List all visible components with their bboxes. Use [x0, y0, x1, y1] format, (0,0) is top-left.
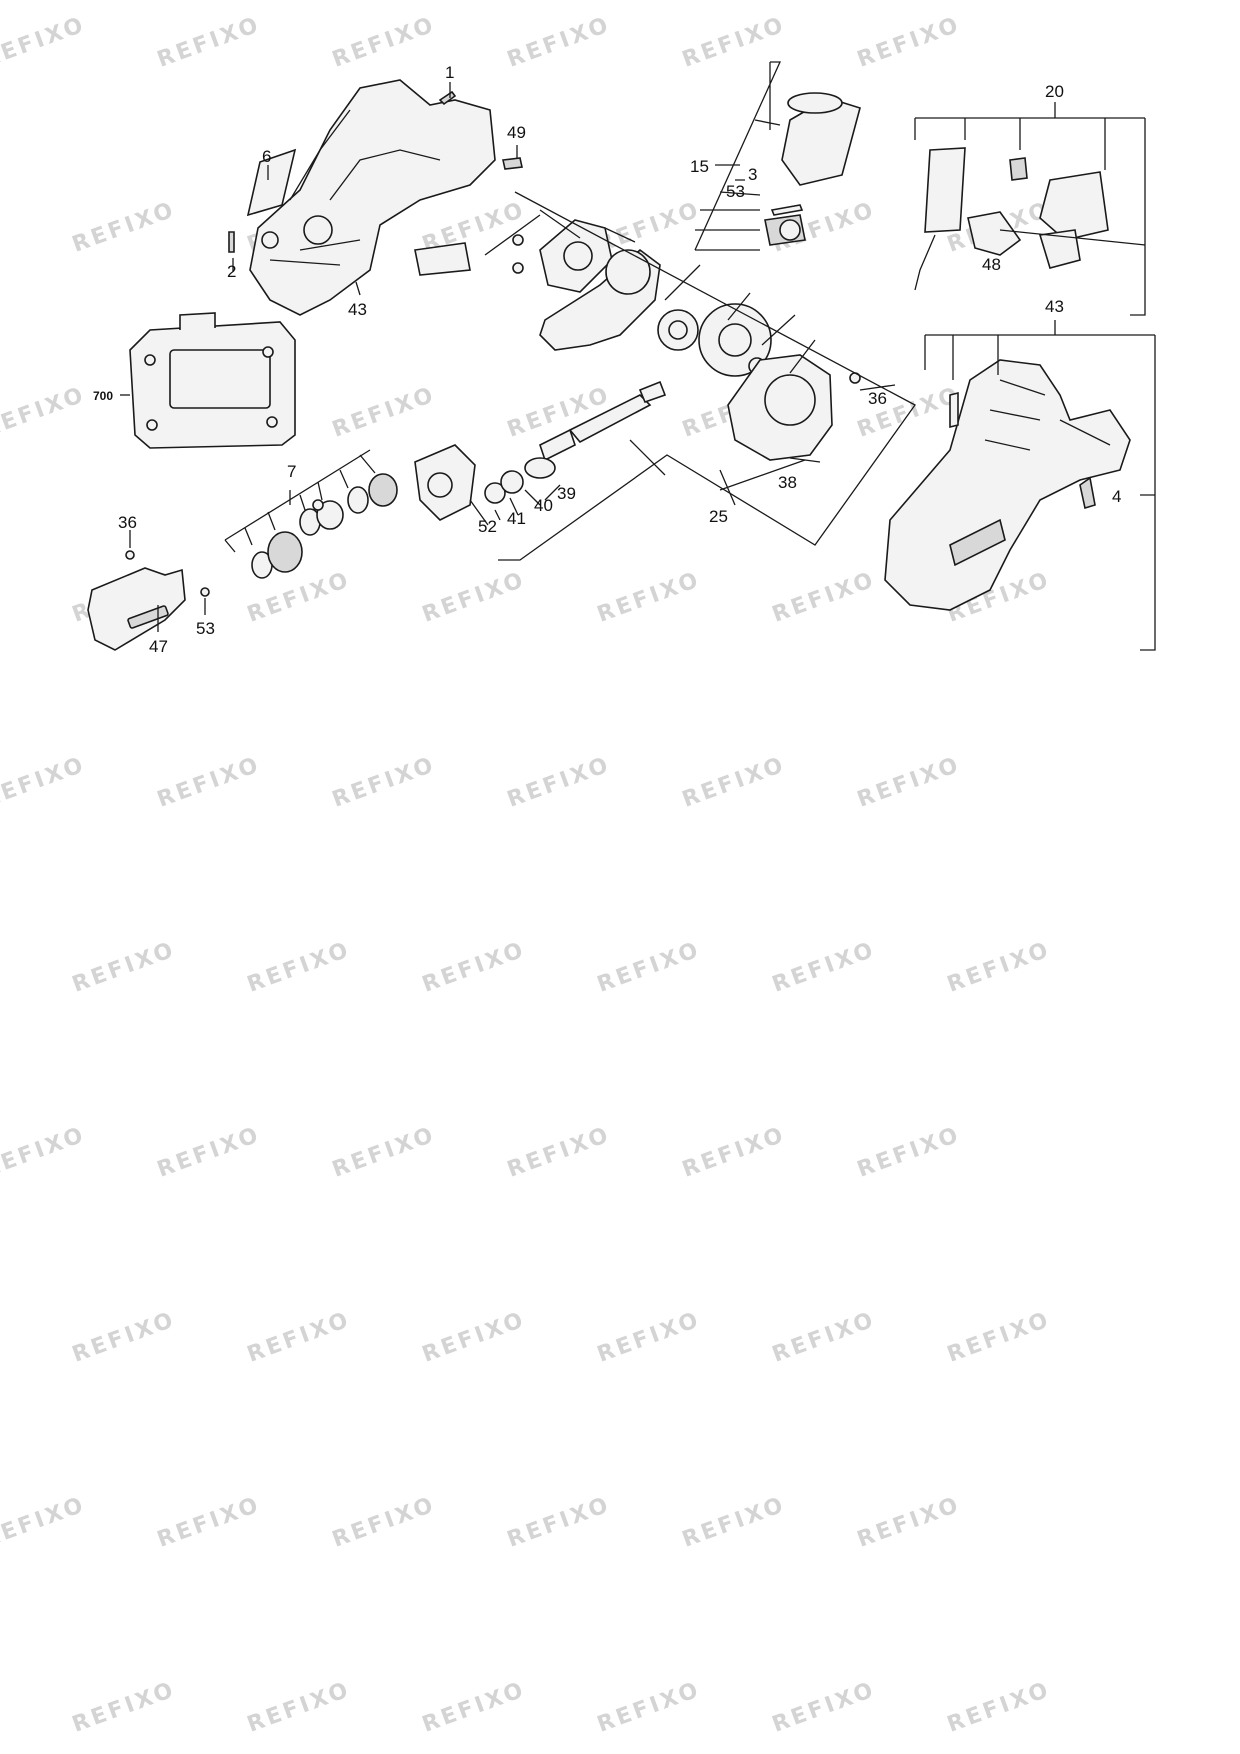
shoe-47: [87, 550, 210, 651]
callout-3: 3: [748, 165, 757, 184]
callout-38: 38: [778, 473, 797, 492]
callout-15: 15: [690, 157, 709, 176]
callout-7: 7: [287, 462, 296, 481]
callout-53-motor: 53: [726, 182, 745, 201]
shaft-assembly-25: [414, 380, 667, 521]
callout-25: 25: [709, 507, 728, 526]
callout-2: 2: [227, 262, 236, 281]
callout-39: 39: [557, 484, 576, 503]
blade-clamp-7: [251, 473, 398, 579]
callout-47: 47: [149, 637, 168, 656]
callout-53-shoe: 53: [196, 619, 215, 638]
callout-43-right: 43: [1045, 297, 1064, 316]
callout-40: 40: [534, 496, 553, 515]
sticker-plate: [414, 242, 471, 276]
callout-4: 4: [1112, 487, 1121, 506]
housing-half-right: [884, 359, 1131, 611]
switch-20: [914, 147, 1109, 291]
callout-36-shoe: 36: [118, 513, 137, 532]
callout-48: 48: [982, 255, 1001, 274]
leader-lines: [120, 61, 1156, 651]
callout-43-left: 43: [348, 300, 367, 319]
motor-15: [764, 92, 861, 246]
clip-49: [502, 157, 523, 170]
screw-1: [438, 90, 457, 106]
carrying-case-700: [129, 312, 296, 449]
callout-49: 49: [507, 123, 526, 142]
callout-52: 52: [478, 517, 497, 536]
housing-half-left: [249, 79, 496, 316]
sticker-6: [246, 148, 297, 217]
callout-labels: 1 6 49 2 43 700 15 3 53 20 48 43 36 38 4…: [93, 63, 1121, 656]
callout-1: 1: [445, 63, 454, 82]
callout-6: 6: [262, 147, 271, 166]
callout-36-gear: 36: [868, 389, 887, 408]
screw-2: [228, 231, 235, 253]
callout-700: 700: [93, 389, 113, 403]
callout-41: 41: [507, 509, 526, 528]
gear-housing-assembly: [512, 219, 861, 463]
callout-20: 20: [1045, 82, 1064, 101]
